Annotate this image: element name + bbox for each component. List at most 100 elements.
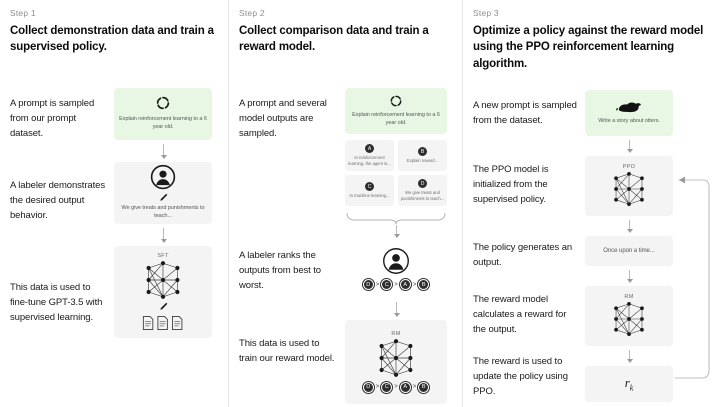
step-2-body: A prompt and several model outputs are s… xyxy=(239,70,448,407)
output-card: A In reinforcement learning, the agent i… xyxy=(345,139,394,171)
step3-new-prompt-text: Write a story about otters. xyxy=(598,118,660,124)
person-icon xyxy=(382,247,410,275)
step2-rm-box: RM xyxy=(345,319,447,404)
arrow-outputs-to-labeler xyxy=(393,224,400,238)
step3-rm-tag: RM xyxy=(624,294,634,301)
reward-symbol-base: r xyxy=(624,375,630,391)
step-2-visual-stack: Explain reinforcement learning to a 6 ye… xyxy=(345,70,448,407)
step1-labeler-text: We give treats and punishments to teach.… xyxy=(121,205,205,220)
rank-pill: D xyxy=(362,381,374,393)
step3-output-text: Once upon a time... xyxy=(603,247,655,254)
pencil-icon xyxy=(158,300,169,312)
step3-output-box: Once upon a time... xyxy=(585,235,673,266)
rank-pill: A xyxy=(399,381,411,393)
output-text: In machine learning... xyxy=(349,193,390,199)
step1-sft-box: SFT xyxy=(114,245,212,338)
rank-separator: > xyxy=(375,384,380,391)
step3-ppo-tag: PPO xyxy=(622,164,636,171)
output-badge: A xyxy=(365,144,374,154)
arrow-prompt-to-ppo xyxy=(626,139,633,153)
caption-prompt-sampled: A prompt is sampled from our prompt data… xyxy=(10,97,95,139)
rank-separator: > xyxy=(394,281,398,288)
step-2-label: Step 2 xyxy=(239,8,265,18)
neural-net-icon xyxy=(607,171,651,207)
reward-symbol-icon: rk xyxy=(625,375,634,393)
step-3-column: Step 3 Optimize a policy against the rew… xyxy=(462,0,720,407)
caption-finetune-gpt: This data is used to fine-tune GPT-3.5 w… xyxy=(10,281,103,323)
step2-prompt-box: Explain reinforcement learning to a 6 ye… xyxy=(345,87,447,134)
step-1-title: Collect demonstration data and train a s… xyxy=(10,25,214,54)
caption-ppo-initialized: The PPO model is initialized from the su… xyxy=(473,163,549,205)
arrow-output-to-rm xyxy=(626,269,633,283)
neural-net-icon xyxy=(607,301,651,337)
output-text: We give treats and punishments to teach.… xyxy=(400,190,445,202)
arrow-rm-to-reward xyxy=(626,349,633,363)
step1-sft-tag: SFT xyxy=(157,252,169,259)
step3-new-prompt-box: Write a story about otters. xyxy=(585,89,673,136)
reward-symbol-subscript: k xyxy=(629,383,634,393)
neural-net-icon xyxy=(372,338,420,378)
step3-ppo-box: PPO xyxy=(585,155,673,216)
caption-new-prompt: A new prompt is sampled from the dataset… xyxy=(473,99,577,126)
arrow-labeler-to-sft xyxy=(160,227,167,243)
grouping-brace xyxy=(345,212,447,225)
step-3-visual-stack: Write a story about otters. PPO xyxy=(585,86,710,407)
person-icon xyxy=(150,164,176,190)
pencil-icon xyxy=(158,190,169,203)
step-1-column: Step 1 Collect demonstration data and tr… xyxy=(0,0,228,407)
refresh-icon xyxy=(155,95,171,111)
rank-separator: > xyxy=(394,384,398,391)
step3-rm-box: RM xyxy=(585,285,673,346)
step-2-title: Collect comparison data and train a rewa… xyxy=(239,25,429,54)
step1-prompt-text: Explain reinforcement learning to a 6 ye… xyxy=(119,116,207,131)
step-3-label: Step 3 xyxy=(473,8,499,18)
step-2-column: Step 2 Collect comparison data and train… xyxy=(228,0,462,407)
output-text: Explain reward... xyxy=(406,158,439,164)
step-1-body: A prompt is sampled from our prompt data… xyxy=(10,70,214,400)
step2-ranking-row: D > C > A > B xyxy=(362,279,430,291)
otter-icon xyxy=(615,100,643,114)
rank-pill: C xyxy=(381,381,393,393)
caption-labeler-demonstrates: A labeler demonstrates the desired outpu… xyxy=(10,179,105,221)
step-3-captions: A new prompt is sampled from the dataset… xyxy=(473,86,585,407)
rank-pill: B xyxy=(418,279,430,291)
step2-output-cards: A In reinforcement learning, the agent i… xyxy=(345,139,447,206)
step1-prompt-box: Explain reinforcement learning to a 6 ye… xyxy=(114,87,212,140)
step-1-visual-stack: Explain reinforcement learning to a 6 ye… xyxy=(114,70,214,400)
output-text: In reinforcement learning, the agent is.… xyxy=(348,155,391,167)
rank-separator: > xyxy=(412,281,417,288)
output-card: B Explain reward... xyxy=(398,139,447,171)
step2-rm-tag: RM xyxy=(391,330,401,337)
documents-icon xyxy=(141,315,185,331)
arrow-ranking-to-rm xyxy=(393,301,400,317)
step2-rm-ranking-row: D > C > A > B xyxy=(362,381,430,393)
step-3-body: A new prompt is sampled from the dataset… xyxy=(473,86,710,407)
arrow-ppo-to-output xyxy=(626,219,633,233)
step1-labeler-box: We give treats and punishments to teach.… xyxy=(114,161,212,224)
neural-net-icon xyxy=(139,260,187,300)
step-2-captions: A prompt and several model outputs are s… xyxy=(239,70,345,407)
rank-pill: A xyxy=(399,279,411,291)
caption-train-reward-model: This data is used to train our reward mo… xyxy=(239,337,335,364)
output-badge: B xyxy=(418,147,427,157)
step2-labeler-box: D > C > A > B xyxy=(345,241,447,296)
output-card: D We give treats and punishments to teac… xyxy=(398,174,447,206)
output-badge: D xyxy=(418,179,427,189)
caption-reward-updates-policy: The reward is used to update the policy … xyxy=(473,355,568,397)
step-1-captions: A prompt is sampled from our prompt data… xyxy=(10,70,114,400)
output-badge: C xyxy=(365,182,374,192)
rank-pill: B xyxy=(418,381,430,393)
output-card: C In machine learning... xyxy=(345,174,394,206)
caption-prompt-and-outputs: A prompt and several model outputs are s… xyxy=(239,97,327,139)
step-3-title: Optimize a policy against the reward mod… xyxy=(473,25,704,70)
refresh-icon xyxy=(389,94,403,108)
rank-separator: > xyxy=(375,281,380,288)
step-1-label: Step 1 xyxy=(10,8,36,18)
caption-policy-generates: The policy generates an output. xyxy=(473,241,573,268)
caption-labeler-ranks: A labeler ranks the outputs from best to… xyxy=(239,249,321,291)
rank-pill: D xyxy=(362,279,374,291)
step3-reward-box: rk xyxy=(585,365,673,402)
feedback-loop-arrow xyxy=(673,170,715,386)
caption-reward-model-calculates: The reward model calculates a reward for… xyxy=(473,293,567,335)
